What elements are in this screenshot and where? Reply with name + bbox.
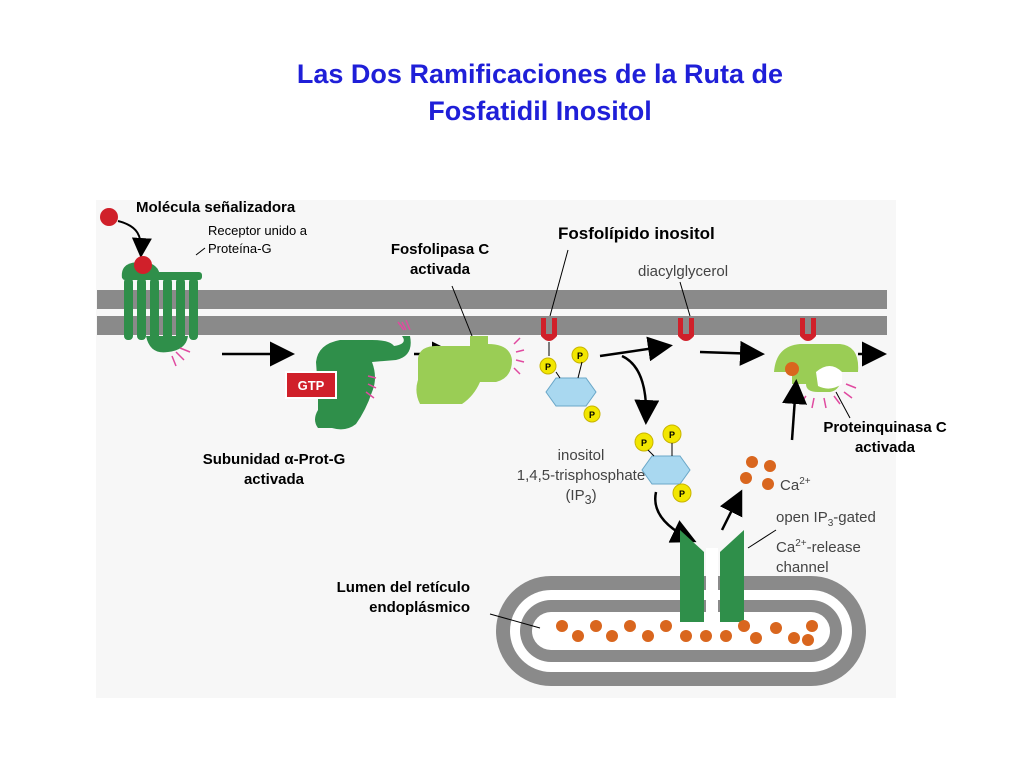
channel-label: open IP3-gated Ca2+-release channel (776, 509, 876, 576)
er-pointer (489, 613, 541, 629)
title-line-2: Fosfatidil Inositol (428, 96, 652, 126)
ip3-channel-icon (680, 530, 744, 628)
svg-text:P: P (545, 362, 551, 372)
svg-text:P: P (669, 430, 675, 440)
svg-text:P: P (577, 351, 583, 361)
arrow-ca-to-pkc (782, 379, 808, 441)
phosphoinositide-label: Fosfolípido inositol (558, 224, 715, 243)
arrow-to-ip3 (621, 354, 660, 425)
signal-arrow (117, 220, 152, 258)
dag-label: diacylglycerol (638, 263, 729, 280)
g-alpha-label: Subunidad α-Prot-G activada (202, 451, 346, 488)
pip2-pointer (549, 249, 569, 317)
dag-pointer (679, 281, 691, 317)
plc-label: Fosfolipasa C activada (390, 241, 490, 278)
plc-icon (416, 336, 525, 404)
ip3-label: inositol 1,4,5-trisphosphate (IP3) (516, 447, 646, 507)
gtp-badge (285, 371, 337, 399)
svg-text:P: P (679, 489, 685, 499)
gtp-label: GTP (298, 378, 325, 393)
er-lumen-label: Lumen del retículo endoplásmico (336, 579, 470, 616)
signal-molecule-icon (100, 208, 118, 226)
page-title: Las Dos Ramificaciones de la Ruta de Fos… (200, 56, 880, 130)
receptor-icon (121, 256, 202, 367)
receptor-label: Receptor unido a Proteína-G (208, 223, 308, 256)
receptor-pointer (195, 247, 206, 256)
er-icon (496, 576, 866, 686)
pip2-icon: P P P (539, 318, 601, 423)
cytosol-calcium-ions (740, 456, 776, 490)
svg-text:P: P (641, 438, 647, 448)
channel-pointer (747, 529, 777, 549)
signal-molecule-label: Molécula señalizadora (136, 199, 296, 216)
pkc-pointer (835, 391, 851, 419)
arrow-to-dag (599, 336, 673, 362)
svg-text:P: P (589, 410, 595, 420)
arrow-ca-release (719, 489, 743, 531)
calcium-label: Ca2+ (780, 476, 811, 494)
g-alpha-subunit-icon (315, 319, 411, 430)
er-calcium-ions (556, 620, 818, 646)
title-line-1: Las Dos Ramificaciones de la Ruta de (296, 59, 784, 89)
dag-icon (678, 318, 694, 341)
arrow-to-pkc (699, 340, 765, 366)
ip3-icon: P P P (634, 424, 692, 503)
plc-pointer (451, 285, 473, 337)
pkc-label: Proteinquinasa C activada (823, 419, 947, 456)
